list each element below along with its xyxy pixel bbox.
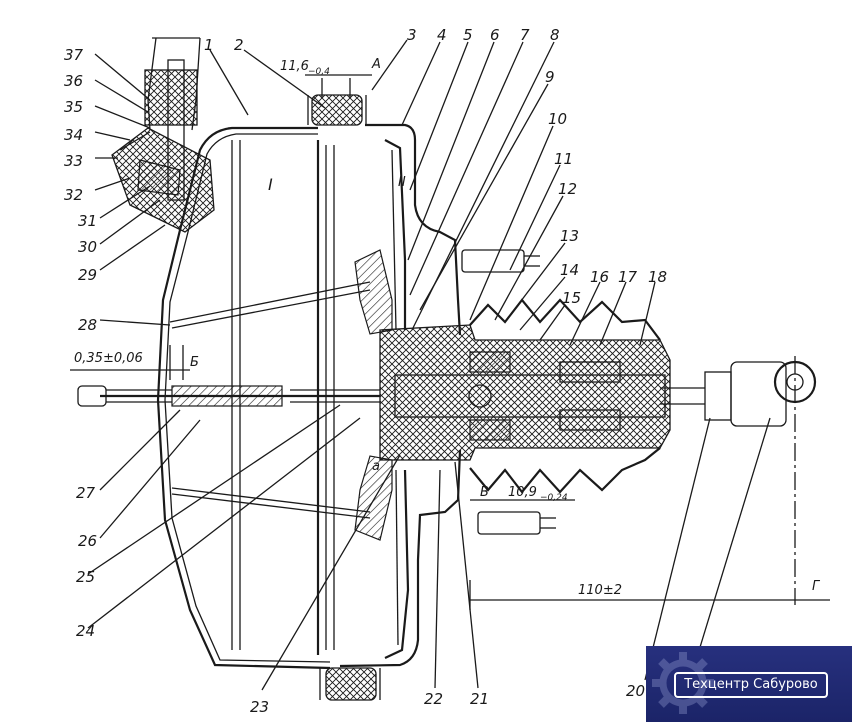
mark-b: Б — [190, 355, 199, 370]
callout-7: 7 — [520, 26, 530, 44]
bottom-flange-seal — [325, 667, 377, 701]
top-flange-seal — [311, 94, 363, 126]
protective-boot — [469, 298, 661, 494]
callout-29: 29 — [78, 266, 97, 284]
callout-22: 22 — [424, 690, 443, 708]
callout-18: 18 — [648, 268, 667, 286]
dim-left-gap: 0,35±0,06 — [74, 351, 143, 366]
callout-9: 9 — [545, 68, 555, 86]
mark-v: В — [480, 485, 489, 500]
callout-1: 1 — [204, 36, 214, 54]
booster-housing — [156, 94, 462, 701]
watermark-text: Техцентр Сабурово — [684, 677, 818, 692]
callout-5: 5 — [463, 26, 473, 44]
dim-top-gap: 11,6 — [280, 59, 309, 74]
callout-17: 17 — [618, 268, 638, 286]
callout-21: 21 — [470, 690, 489, 708]
check-valve — [111, 37, 215, 233]
callout-10: 10 — [548, 110, 567, 128]
callout-26: 26 — [78, 532, 97, 550]
output-push-rod — [77, 385, 380, 407]
callout-13: 13 — [560, 227, 579, 245]
callout-11: 11 — [554, 150, 573, 168]
leader-lines — [87, 39, 771, 691]
callout-8: 8 — [550, 26, 560, 44]
callout-23: 23 — [250, 698, 269, 716]
dim-valve-gap: 10,9 — [508, 485, 537, 500]
dim-valve-gap-tol: −0,24 — [540, 493, 568, 503]
callout-2: 2 — [234, 36, 244, 54]
techcenter-watermark: Техцентр Сабурово — [646, 646, 852, 722]
return-spring — [169, 281, 371, 519]
mark-chamber-2: II — [398, 175, 406, 190]
section-marks: А Б В Г I II а — [190, 57, 821, 594]
callout-15: 15 — [562, 289, 581, 307]
callout-12: 12 — [558, 180, 577, 198]
valve-body — [379, 324, 671, 461]
callout-3: 3 — [407, 26, 417, 44]
callout-36: 36 — [64, 72, 83, 90]
gear-icon — [652, 652, 714, 714]
callout-24: 24 — [76, 622, 95, 640]
callout-37: 37 — [64, 46, 84, 64]
callout-numbers: 1 2 3 4 5 6 7 8 9 10 11 12 13 14 15 16 1… — [64, 26, 667, 716]
callout-25: 25 — [76, 568, 95, 586]
callout-34: 34 — [64, 126, 83, 144]
mark-point-a: а — [372, 459, 380, 474]
callout-28: 28 — [78, 316, 97, 334]
callout-33: 33 — [64, 152, 83, 170]
callout-32: 32 — [64, 186, 83, 204]
diaphragm-assembly — [231, 139, 410, 659]
dim-rod-length: 110±2 — [578, 583, 622, 598]
input-rod — [660, 356, 817, 605]
mark-chamber-1: I — [268, 175, 273, 194]
callout-20: 20 — [626, 682, 645, 700]
callout-4: 4 — [437, 26, 447, 44]
callout-14: 14 — [560, 261, 579, 279]
mark-g: Г — [812, 579, 821, 594]
callout-27: 27 — [76, 484, 96, 502]
dim-top-gap-tol: −0,4 — [308, 67, 330, 77]
watermark-badge: Техцентр Сабурово — [674, 672, 828, 698]
mounting-studs — [461, 249, 556, 535]
callout-31: 31 — [78, 212, 97, 230]
callout-6: 6 — [490, 26, 500, 44]
callout-30: 30 — [78, 238, 97, 256]
callout-16: 16 — [590, 268, 609, 286]
callout-35: 35 — [64, 98, 83, 116]
dimension-texts: 11,6 −0,4 0,35±0,06 10,9 −0,24 110±2 — [74, 59, 622, 598]
mark-a: А — [371, 57, 381, 72]
dimension-lines — [70, 74, 830, 610]
